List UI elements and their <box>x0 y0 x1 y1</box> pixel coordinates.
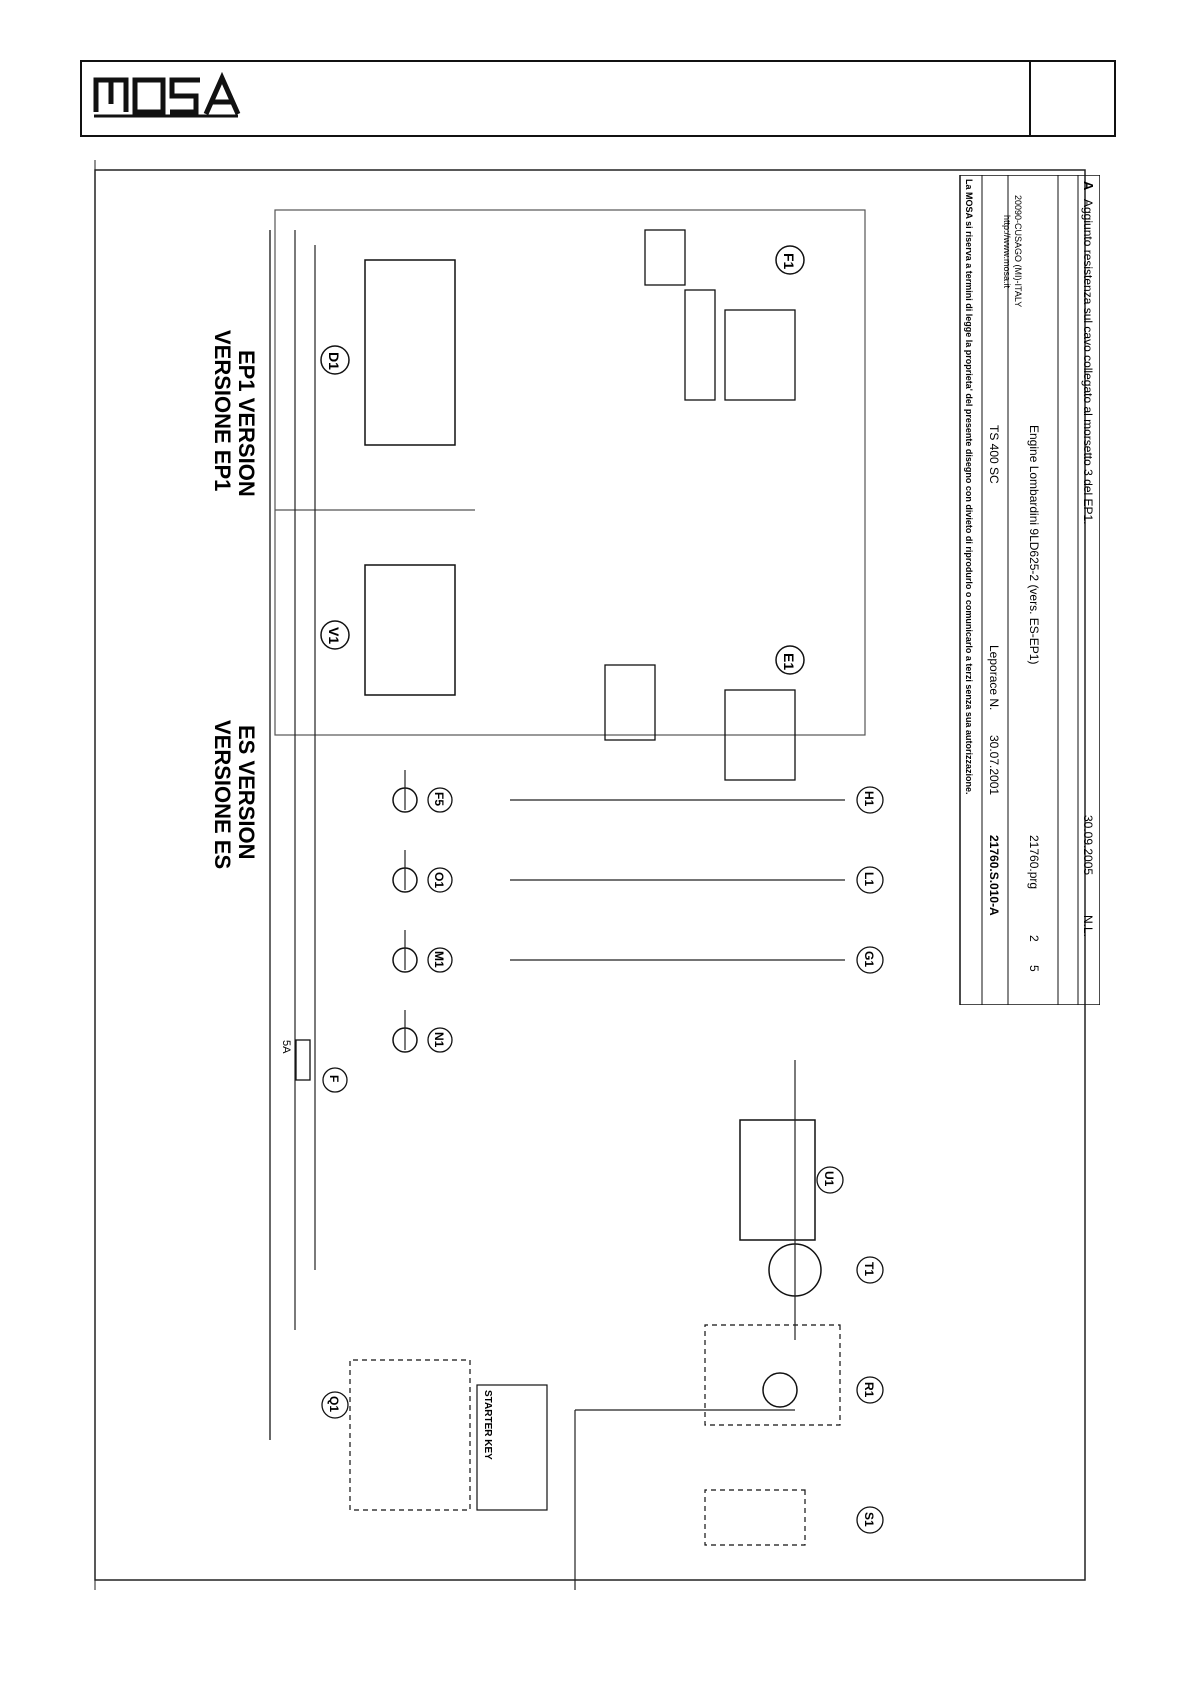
ep1-title: VERSIONE EP1 <box>210 330 235 491</box>
t1-marker <box>856 1256 884 1284</box>
es-title: VERSIONE ES <box>210 720 235 869</box>
page-count: 5 <box>1027 965 1041 972</box>
wiring-diagram: VERSIONE EP1 EP1 VERSION VERSIONE ES ES … <box>94 160 1086 1590</box>
m1-marker <box>427 947 453 973</box>
f1-marker <box>775 245 805 275</box>
revision-letter: A <box>1081 181 1096 191</box>
d1-box <box>364 259 456 446</box>
o1-marker <box>427 867 453 893</box>
g1-label: G1 <box>862 951 876 967</box>
u1-box <box>739 1119 816 1241</box>
q1-label: Q1 <box>327 1396 341 1412</box>
wire-routes <box>269 230 845 1590</box>
legal-note: La MOSA si riserva a termini di legge la… <box>964 179 974 794</box>
page-header <box>80 60 1116 137</box>
e1-solenoid <box>724 689 796 781</box>
d1-marker <box>320 345 350 375</box>
q1-marker <box>321 1391 349 1419</box>
title-block-graphic: A Aggiunto resistenza sul cavo collegato… <box>959 174 1101 1006</box>
starter-key-title: STARTER KEY <box>482 1390 493 1460</box>
starter-motor <box>762 1372 798 1408</box>
h1-marker <box>856 786 884 814</box>
v1-marker <box>320 620 350 650</box>
starter-key-table: STARTER KEY <box>476 1384 548 1511</box>
f-label: F <box>327 1075 341 1082</box>
f1-coil-commander <box>684 289 716 401</box>
revision-by: N.L. <box>1081 915 1095 937</box>
machine: TS 400 SC <box>987 425 1001 484</box>
m1-label: M1 <box>432 951 446 968</box>
n1-label: N1 <box>432 1032 446 1048</box>
e1-marker <box>775 645 805 675</box>
l1-label: L1 <box>862 872 876 886</box>
fuse-rating: 5A <box>280 1040 292 1054</box>
r1-label: R1 <box>862 1382 876 1398</box>
e1-label: E1 <box>781 653 797 670</box>
title-block: A Aggiunto resistenza sul cavo collegato… <box>950 174 1101 1006</box>
f1-solenoid <box>724 309 796 401</box>
f-marker <box>322 1067 348 1093</box>
ep1-area <box>274 209 866 736</box>
l1-marker <box>856 866 884 894</box>
e1-connector <box>604 664 656 741</box>
u1-label: U1 <box>822 1171 836 1187</box>
g1-marker <box>856 946 884 974</box>
page-number: 2 <box>1027 935 1041 942</box>
denomination: Engine Lombardini 9LD625-2 (vers. ES-EP1… <box>1027 425 1041 664</box>
f5-label: F5 <box>432 792 446 806</box>
fuse-f <box>295 1039 311 1081</box>
f1-connector <box>644 229 686 286</box>
s1-battery <box>704 1489 806 1546</box>
s1-label: S1 <box>862 1512 876 1527</box>
revision-date: 30.09.2005 <box>1081 815 1095 875</box>
u1-marker <box>816 1166 844 1194</box>
f1-label: F1 <box>781 253 797 270</box>
v1-box <box>364 564 456 696</box>
company-address: 20090-CUSAGO (MI)-ITALY <box>1013 195 1023 307</box>
header-divider <box>1029 62 1031 135</box>
r1-starter <box>704 1324 841 1426</box>
s1-marker <box>856 1506 884 1534</box>
designer: Leporace N. <box>987 645 1001 710</box>
wiring-diagram-sheet: VERSIONE EP1 EP1 VERSION VERSIONE ES ES … <box>85 160 1095 1590</box>
h1-label: H1 <box>862 791 876 807</box>
d1-label: D1 <box>326 352 342 370</box>
revision-text: Aggiunto resistenza sul cavo collegato a… <box>1081 199 1095 525</box>
v1-label: V1 <box>326 627 342 644</box>
company-url: http://www.mosa.it <box>1002 215 1012 289</box>
o1-label: O1 <box>432 872 446 888</box>
n1-marker <box>427 1027 453 1053</box>
t1-label: T1 <box>862 1262 876 1276</box>
es-subtitle: ES VERSION <box>234 725 259 859</box>
mosa-logo <box>92 71 242 123</box>
ep1-subtitle: EP1 VERSION <box>234 350 259 497</box>
date: 30.07.2001 <box>987 735 1001 795</box>
q1-key-switch <box>349 1359 471 1511</box>
f5-marker <box>427 787 453 813</box>
project: 21760.prg <box>1027 835 1041 889</box>
r1-marker <box>856 1376 884 1404</box>
drawing-number: 21760.S.010-A <box>987 835 1001 916</box>
mosa-logo-graphic <box>93 71 241 118</box>
